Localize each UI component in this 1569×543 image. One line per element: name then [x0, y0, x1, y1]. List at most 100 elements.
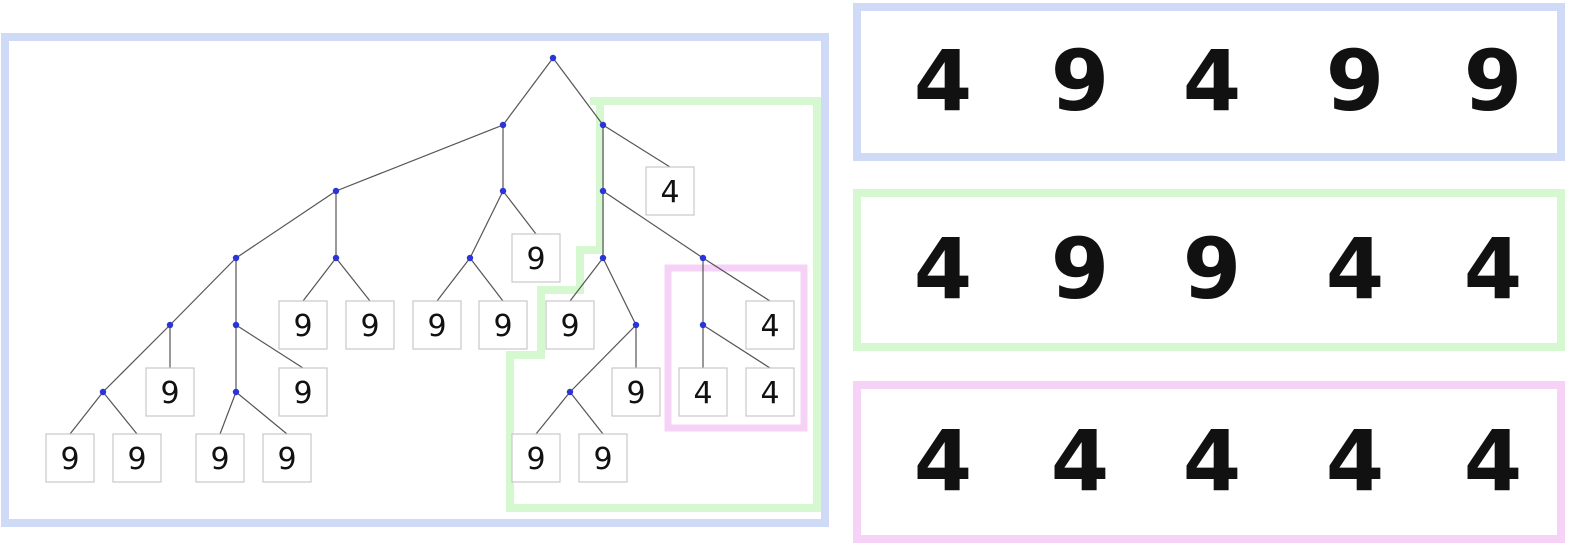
tree-node — [499, 187, 507, 195]
sample-digit: 9 — [1183, 220, 1241, 318]
leaf-digit: 9 — [60, 442, 79, 477]
pink-subtree-region — [664, 264, 808, 432]
leaf-box — [511, 233, 561, 283]
leaf-box — [578, 433, 628, 483]
tree-edge — [335, 124, 504, 192]
leaf-box — [45, 433, 95, 483]
leaf-digit: 4 — [760, 309, 779, 344]
leaf-digit-image: 4 — [745, 300, 795, 350]
tree-edge — [569, 257, 604, 302]
tree-node — [599, 254, 607, 262]
tree-node — [599, 187, 607, 195]
tree-edge — [535, 391, 571, 435]
sample-digit: 9 — [1051, 220, 1109, 318]
leaf-digit-image: 9 — [611, 367, 661, 417]
leaf-box — [345, 300, 395, 350]
sample-digit: 4 — [1464, 412, 1522, 510]
sample-digit: 4 — [1183, 412, 1241, 510]
leaf-box — [645, 166, 695, 216]
sample-digit: 9 — [1464, 32, 1522, 130]
leaf-digit-image: 9 — [511, 233, 561, 283]
leaf-digit-image: 9 — [478, 300, 528, 350]
leaf-digit-image: 9 — [345, 300, 395, 350]
sample-digit: 4 — [1464, 220, 1522, 318]
tree-edge — [502, 190, 537, 235]
tree-node — [232, 321, 240, 329]
pink-panel-frame — [853, 381, 1565, 543]
tree-edge — [335, 257, 371, 302]
tree-edge — [235, 391, 288, 435]
tree-edge — [552, 57, 604, 126]
green-panel-frame — [853, 189, 1565, 351]
tree-edge — [569, 324, 637, 393]
sample-digit: 4 — [1326, 220, 1384, 318]
tree-edge — [602, 257, 637, 326]
sample-digit: 4 — [914, 220, 972, 318]
leaf-digit: 9 — [127, 442, 146, 477]
sample-digit: 4 — [1183, 32, 1241, 130]
tree-edge — [102, 324, 171, 393]
tree-node — [499, 121, 507, 129]
leaf-digit: 9 — [210, 442, 229, 477]
tree-edge — [702, 257, 771, 302]
leaf-digit: 4 — [660, 175, 679, 210]
leaf-digit-image: 4 — [678, 367, 728, 417]
leaf-digit: 9 — [427, 309, 446, 344]
leaf-digit-image: 9 — [278, 300, 328, 350]
green-subtree-region — [506, 97, 821, 512]
leaf-box — [278, 300, 328, 350]
tree-node — [466, 254, 474, 262]
tree-panel-frame — [1, 33, 829, 527]
tree-nodes — [99, 54, 707, 396]
tree-edge — [569, 391, 604, 435]
leaf-digit: 9 — [293, 376, 312, 411]
leaf-box — [511, 433, 561, 483]
tree-node — [599, 121, 607, 129]
tree-edge — [302, 257, 337, 302]
leaf-digit-image: 9 — [578, 433, 628, 483]
leaf-digit: 9 — [360, 309, 379, 344]
leaf-box — [745, 367, 795, 417]
leaf-box — [478, 300, 528, 350]
leaf-box — [412, 300, 462, 350]
tree-edge — [219, 391, 237, 435]
tree-node — [99, 388, 107, 396]
sample-digit: 4 — [914, 32, 972, 130]
leaf-digit: 9 — [160, 376, 179, 411]
leaf-digit-image: 9 — [412, 300, 462, 350]
leaf-digit: 4 — [693, 376, 712, 411]
leaf-digit-image: 4 — [645, 166, 695, 216]
leaf-digit-image: 9 — [511, 433, 561, 483]
tree-node — [332, 187, 340, 195]
tree-node — [549, 54, 557, 62]
leaf-digit: 9 — [526, 442, 545, 477]
leaf-digit: 9 — [626, 376, 645, 411]
leaf-digit: 4 — [760, 376, 779, 411]
leaf-digit: 9 — [277, 442, 296, 477]
tree-node — [232, 388, 240, 396]
tree-node — [232, 254, 240, 262]
blue-panel-frame — [853, 3, 1565, 161]
tree-node — [699, 254, 707, 262]
sample-digit: 4 — [1326, 412, 1384, 510]
tree-node — [632, 321, 640, 329]
tree-node — [166, 321, 174, 329]
leaf-box — [262, 433, 312, 483]
leaf-digit: 9 — [293, 309, 312, 344]
tree-edge — [436, 257, 471, 302]
leaf-digit-image: 9 — [195, 433, 245, 483]
leaf-digit: 9 — [526, 242, 545, 277]
leaf-digit: 9 — [593, 442, 612, 477]
leaf-digit-image: 4 — [745, 367, 795, 417]
tree-edge — [235, 324, 304, 369]
leaf-box — [112, 433, 162, 483]
leaf-digit-image: 9 — [262, 433, 312, 483]
sample-digit: 9 — [1051, 32, 1109, 130]
tree-edge — [235, 190, 337, 259]
tree-edge — [102, 391, 138, 435]
leaf-box — [611, 367, 661, 417]
